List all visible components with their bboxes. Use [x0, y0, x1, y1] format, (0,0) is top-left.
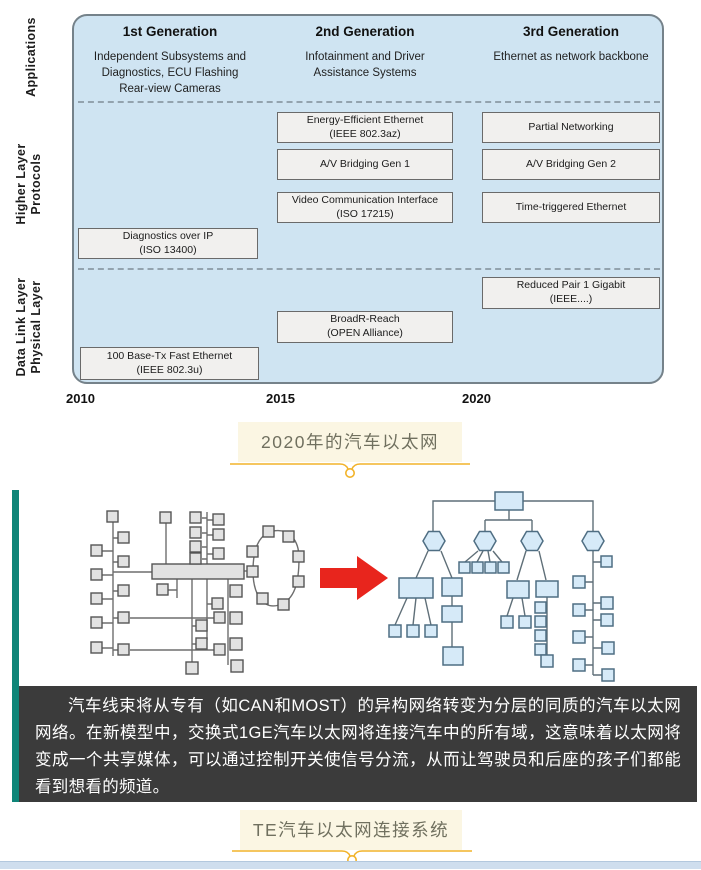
generation-description-3: Ethernet as network backbone	[493, 51, 649, 63]
row-divider-applications	[78, 101, 660, 103]
tech-box-subtitle: (IEEE 802.3u)	[136, 363, 203, 376]
row-divider-protocols	[78, 268, 660, 270]
row-label-higher-layer-protocols: Higher Layer Protocols	[14, 143, 43, 225]
tech-box-title: 100 Base-Tx Fast Ethernet	[106, 349, 233, 362]
generation-description-2: Infotainment and Driver Assistance Syste…	[305, 51, 425, 80]
tech-box-av-bridging-gen1: A/V Bridging Gen 1	[277, 149, 453, 180]
tech-box-title: Partial Networking	[528, 120, 614, 133]
paragraph-text: 汽车线束将从专有（如CAN和MOST）的异构网络转变为分层的同质的汽车以太网网络…	[35, 697, 681, 796]
tech-box-time-triggered-ethernet: Time-triggered Ethernet	[482, 192, 660, 223]
tech-box-reduced-pair-gigabit: Reduced Pair 1 Gigabit (IEEE....)	[482, 277, 660, 309]
tech-box-subtitle: (ISO 17215)	[336, 207, 394, 220]
generation-header-1: 1st Generation	[122, 24, 218, 39]
tech-box-video-communication-interface: Video Communication Interface (ISO 17215…	[277, 192, 453, 223]
tech-box-energy-efficient-ethernet: Energy-Efficient Ethernet (IEEE 802.3az)	[277, 112, 453, 143]
paragraph-block: 汽车线束将从专有（如CAN和MOST）的异构网络转变为分层的同质的汽车以太网网络…	[19, 686, 697, 802]
caption-text: 2020年的汽车以太网	[261, 432, 439, 452]
tech-box-title: Energy-Efficient Ethernet	[306, 113, 424, 126]
tech-box-title: Time-triggered Ethernet	[515, 200, 627, 213]
accent-bar	[12, 490, 19, 802]
caption-box-automotive-ethernet-2020: 2020年的汽车以太网	[238, 422, 462, 462]
tech-box-subtitle: (ISO 13400)	[139, 243, 197, 256]
tech-box-av-bridging-gen2: A/V Bridging Gen 2	[482, 149, 660, 180]
caption-text: TE汽车以太网连接系统	[252, 820, 450, 840]
timeline-year-2020: 2020	[462, 391, 491, 406]
tech-box-partial-networking: Partial Networking	[482, 112, 660, 143]
tech-box-title: Video Communication Interface	[291, 193, 439, 206]
tech-box-subtitle: (IEEE 802.3az)	[329, 127, 401, 140]
tech-box-diagnostics-over-ip: Diagnostics over IP (ISO 13400)	[78, 228, 258, 259]
network-transition-figure	[90, 491, 615, 682]
tech-box-title: A/V Bridging Gen 2	[526, 157, 616, 170]
generation-header-3: 3rd Generation	[522, 24, 620, 39]
tech-box-broadr-reach: BroadR-Reach (OPEN Alliance)	[277, 311, 453, 343]
tree-network-diagram	[388, 491, 615, 682]
bottom-bar	[0, 861, 701, 869]
generation-header-2: 2nd Generation	[315, 24, 415, 39]
tech-box-title: BroadR-Reach	[330, 313, 400, 326]
tech-box-subtitle: (OPEN Alliance)	[327, 327, 403, 339]
tech-box-subtitle: (IEEE....)	[549, 293, 593, 305]
tech-box-fast-ethernet: 100 Base-Tx Fast Ethernet (IEEE 802.3u)	[80, 347, 259, 380]
row-label-data-link-physical-layer: Data Link Layer Physical Layer	[14, 277, 43, 377]
timeline-year-2010: 2010	[66, 391, 95, 406]
tech-box-title: Reduced Pair 1 Gigabit	[516, 279, 626, 292]
flourish-divider-icon	[230, 463, 470, 478]
row-label-applications: Applications	[24, 17, 38, 97]
timeline-year-2015: 2015	[266, 391, 295, 406]
tech-box-title: A/V Bridging Gen 1	[320, 157, 410, 170]
caption-box-te-connectivity-system: TE汽车以太网连接系统	[240, 810, 462, 850]
red-arrow-icon	[320, 556, 388, 600]
generation-description-1: Independent Subsystems and Diagnostics, …	[93, 51, 247, 96]
bus-network-diagram	[90, 510, 305, 675]
tech-box-title: Diagnostics over IP	[122, 229, 214, 242]
